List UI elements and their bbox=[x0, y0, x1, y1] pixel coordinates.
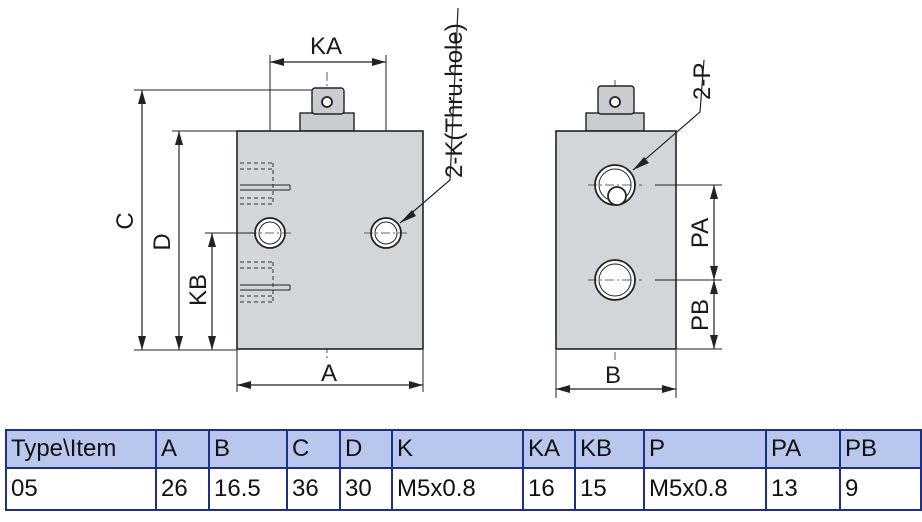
table-header-row: Type\Item A B C D K KA KB P PA PB bbox=[5, 429, 922, 469]
front-cap-pin bbox=[321, 96, 333, 108]
table-header-cell: A bbox=[155, 429, 210, 469]
dim-c-label: C bbox=[112, 212, 139, 229]
table-header-cell: C bbox=[286, 429, 341, 469]
table-cell: M5x0.8 bbox=[643, 467, 767, 511]
table-cell: 30 bbox=[339, 467, 393, 511]
dim-kb-label: KB bbox=[185, 274, 212, 306]
dim-pa-label: PA bbox=[687, 218, 714, 248]
table-cell: 16 bbox=[522, 467, 576, 511]
thru-hole-label: 2-K(Thru.hole) bbox=[441, 23, 468, 178]
table-header-cell: Type\Item bbox=[5, 429, 157, 469]
table-header-cell: B bbox=[208, 429, 288, 469]
front-cap-base bbox=[299, 112, 355, 132]
table-header-cell: KB bbox=[574, 429, 645, 469]
front-view: KA C D KB A 2-K(Thru.hole) bbox=[112, 7, 468, 392]
side-port-inner-hole bbox=[607, 186, 627, 206]
dim-ka-label: KA bbox=[310, 33, 342, 60]
table-row: 05 26 16.5 36 30 M5x0.8 16 15 M5x0.8 13 … bbox=[5, 467, 922, 511]
dim-pb-label: PB bbox=[687, 299, 714, 331]
table-header-cell: PB bbox=[839, 429, 922, 469]
table-header-cell: D bbox=[339, 429, 393, 469]
table-cell: 13 bbox=[765, 467, 841, 511]
dim-b-label: B bbox=[605, 362, 621, 389]
side-body bbox=[555, 130, 677, 350]
table-header-cell: KA bbox=[522, 429, 576, 469]
table-cell: 36 bbox=[286, 467, 341, 511]
spec-table: Type\Item A B C D K KA KB P PA PB 05 26 … bbox=[5, 429, 922, 511]
two-p-label: 2-P bbox=[689, 63, 716, 100]
table-cell: 26 bbox=[155, 467, 210, 511]
table-header-cell: K bbox=[391, 429, 524, 469]
table-header-cell: PA bbox=[765, 429, 841, 469]
valve-technical-drawing: KA C D KB A 2-K(Thru.hole) bbox=[112, 7, 722, 398]
side-cap-base bbox=[585, 112, 645, 132]
table-cell: 05 bbox=[5, 467, 157, 511]
table-header-cell: P bbox=[643, 429, 767, 469]
side-cap-pin bbox=[609, 96, 621, 108]
table-cell: 9 bbox=[839, 467, 922, 511]
dim-d-label: D bbox=[149, 233, 176, 250]
dim-a-label: A bbox=[321, 360, 337, 387]
table-cell: 15 bbox=[574, 467, 645, 511]
table-cell: M5x0.8 bbox=[391, 467, 524, 511]
table-cell: 16.5 bbox=[208, 467, 288, 511]
side-view: PA PB B 2-P bbox=[555, 59, 722, 398]
